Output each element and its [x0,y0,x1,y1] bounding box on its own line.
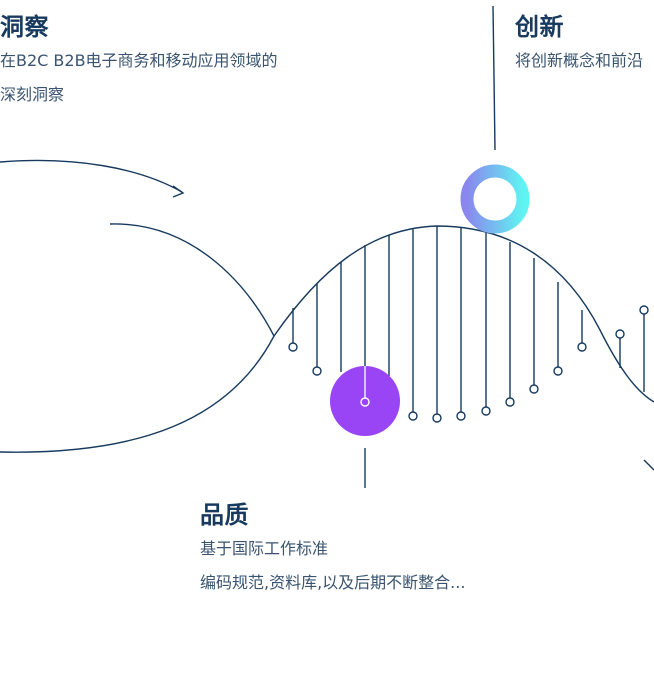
insight-desc-line1: 在B2C B2B电子商务和移动应用领域的 [0,51,278,70]
insight-block: 洞察 在B2C B2B电子商务和移动应用领域的 深刻洞察 [0,12,278,110]
quality-desc-line2: 编码规范,资料库,以及后期不断整合... [200,573,466,592]
rung-node [456,411,466,421]
wave-strand-tail [643,459,654,471]
rung-node [481,406,491,416]
innovation-desc-line1: 将创新概念和前沿 [515,51,644,70]
insight-desc-line2: 深刻洞察 [0,85,65,104]
rung-node [553,366,563,376]
insight-title: 洞察 [0,13,49,41]
rung-node [312,366,322,376]
rung-node [615,329,625,339]
innovation-title: 创新 [515,13,564,41]
rung-node [288,342,298,352]
quality-desc-line1: 基于国际工作标准 [200,539,329,558]
rung-node [639,305,649,315]
rung-node [577,342,587,352]
innovation-ring [460,164,530,234]
rung-node [505,397,515,407]
wave-strand-upper [109,223,654,403]
innovation-connector [492,5,496,151]
wave-strand-lower [0,335,275,453]
quality-title: 品质 [200,501,249,529]
quality-marker-node [360,397,370,407]
rung-node [432,413,442,423]
innovation-block: 创新 将创新概念和前沿 [515,12,643,76]
quality-block: 品质 基于国际工作标准 编码规范,资料库,以及后期不断整合... [200,500,465,598]
rung-group [288,226,649,423]
arrow-curve [0,159,183,193]
rung-node [408,411,418,421]
arrow-head-icon [172,185,185,198]
rung-node [529,384,539,394]
